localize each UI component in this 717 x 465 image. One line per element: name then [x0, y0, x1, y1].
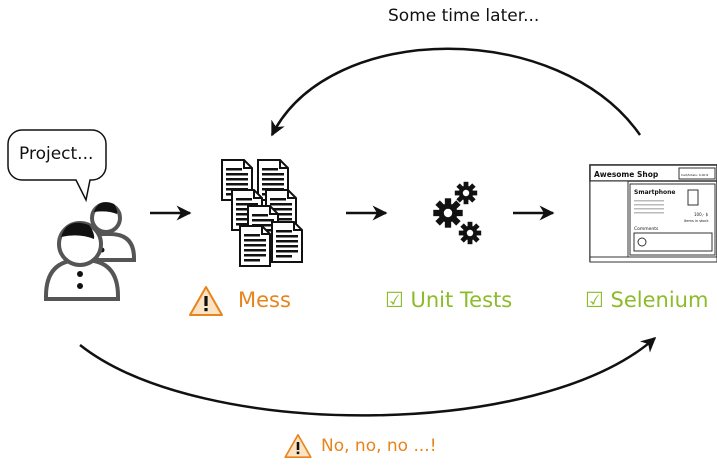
- shop-price: 100,- $: [694, 212, 709, 217]
- shop-title: Awesome Shop: [594, 170, 659, 179]
- speech-bubble-text: Project...: [19, 144, 94, 164]
- gears-icon: [433, 181, 482, 245]
- top-curved-arrow: [270, 47, 642, 137]
- warning-icon: [284, 433, 312, 459]
- selenium-label: ☑ Selenium: [585, 288, 709, 312]
- speech-bubble: [7, 129, 107, 203]
- shop-screenshot: Awesome Shop Cart/totals: 0.00 € Smartph…: [589, 164, 717, 263]
- shop-stock: Items in stock: [684, 219, 709, 223]
- shop-cart: Cart/totals: 0.00 €: [681, 173, 708, 177]
- documents-icon: [221, 159, 303, 267]
- mess-label: Mess: [238, 288, 291, 312]
- bottom-caption: No, no, no ...!: [321, 436, 437, 456]
- top-caption: Some time later...: [388, 6, 540, 26]
- warning-icon: [189, 286, 223, 316]
- bottom-curved-arrow: [79, 337, 657, 417]
- shop-comments: Comments: [634, 226, 659, 232]
- unit-tests-label: ☑ Unit Tests: [385, 288, 513, 312]
- people-icon: [44, 202, 136, 301]
- shop-product: Smartphone: [634, 189, 675, 196]
